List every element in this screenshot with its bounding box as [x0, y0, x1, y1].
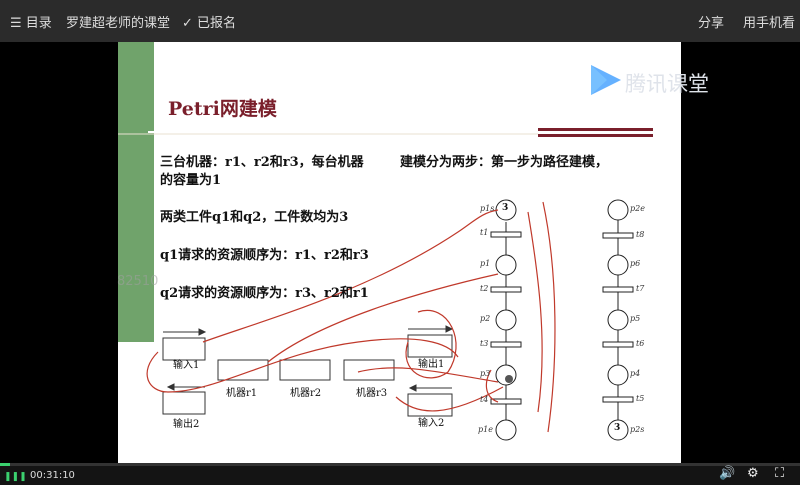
transition-t8 — [602, 232, 634, 239]
progress-fill — [0, 463, 10, 466]
play-status-icon[interactable]: ❚❚❚ — [4, 472, 27, 482]
label-output2: 输出2 — [173, 419, 200, 430]
menu-button[interactable]: ☰ 目录 — [10, 12, 52, 31]
slide: Petri网建模 三台机器：r1、r2和r3，每台机器 建模分为两步：第一步为路… — [118, 42, 681, 463]
label-output1: 输出1 — [418, 359, 445, 370]
transition-t6 — [602, 341, 634, 348]
output1-conveyor — [407, 334, 453, 358]
token-count-right: 3 — [614, 423, 621, 433]
player-controls: ❚❚❚ 00:31:10 🔊 ⚙ ⛶ — [0, 463, 800, 485]
label-t5: t5 — [636, 394, 645, 403]
course-title[interactable]: 罗建超老师的课堂 — [66, 16, 171, 31]
slide-graphics — [118, 128, 653, 441]
label-p1: p1 — [480, 259, 491, 268]
slide-line-1b: 建模分为两步：第一步为路径建模， — [400, 155, 609, 170]
slide-title: Petri网建模 — [168, 98, 277, 120]
transition-t3 — [490, 341, 522, 348]
handwriting-annotations — [146, 201, 556, 433]
title-stripe — [538, 128, 653, 131]
title-stripe — [538, 134, 653, 137]
label-input1: 输入1 — [173, 360, 200, 371]
slide-line-5: q2请求的资源顺序为：r3、r2和r1 — [160, 286, 369, 301]
label-p2: p2 — [480, 314, 491, 323]
label-t7: t7 — [636, 284, 645, 293]
label-p2s: p2s — [630, 425, 645, 434]
label-p1s: p1s — [480, 204, 495, 213]
slide-line-1: 三台机器：r1、r2和r3，每台机器 — [160, 155, 364, 170]
output2-conveyor — [162, 391, 206, 415]
label-p4: p4 — [630, 369, 641, 378]
menu-icon: ☰ — [10, 16, 22, 31]
slide-line-3: 两类工件q1和q2，工件数均为3 — [160, 210, 349, 225]
petri-net-right — [602, 199, 634, 441]
tencent-classroom-logo: 腾讯课堂 — [587, 60, 757, 100]
label-p6: p6 — [630, 259, 641, 268]
share-button[interactable]: 分享 — [698, 16, 725, 31]
place-p2 — [495, 309, 517, 331]
input2-conveyor — [407, 393, 453, 417]
petri-net-left — [490, 199, 522, 441]
label-t2: t2 — [480, 284, 489, 293]
label-t6: t6 — [636, 339, 645, 348]
machine-r1 — [217, 359, 269, 381]
enrolled-label: 已报名 — [197, 16, 237, 31]
top-bar: ☰ 目录 罗建超老师的课堂 ✓ 已报名 分享 用手机看 — [0, 0, 800, 42]
label-t1: t1 — [480, 228, 489, 237]
check-icon: ✓ — [182, 16, 193, 31]
input1-conveyor — [162, 337, 206, 361]
token-count-left: 3 — [502, 203, 509, 213]
enrolled-status: ✓ 已报名 — [182, 12, 236, 31]
menu-label: 目录 — [25, 16, 52, 31]
play-logo-icon — [591, 65, 621, 95]
place-p5 — [607, 309, 629, 331]
label-machine-r3: 机器r3 — [356, 388, 388, 399]
transition-t2 — [490, 286, 522, 293]
fullscreen-icon[interactable]: ⛶ — [775, 466, 785, 481]
label-t4: t4 — [480, 395, 489, 404]
label-p1e: p1e — [478, 425, 493, 434]
gear-icon[interactable]: ⚙ — [747, 466, 759, 481]
place-p2e — [607, 199, 629, 221]
label-t8: t8 — [636, 230, 645, 239]
transition-t4 — [490, 398, 522, 405]
place-p6 — [607, 254, 629, 276]
logo-text: 腾讯课堂 — [625, 72, 709, 96]
machine-r2 — [279, 359, 331, 381]
place-p2s — [607, 419, 629, 441]
label-p5: p5 — [630, 314, 641, 323]
label-machine-r1: 机器r1 — [226, 388, 258, 399]
label-input2: 输入2 — [418, 418, 445, 429]
slide-green-bar — [118, 42, 154, 342]
watch-on-mobile-button[interactable]: 用手机看 — [743, 16, 796, 31]
slide-line-2: 的容量为1 — [160, 173, 222, 188]
slide-line-4: q1请求的资源顺序为：r1、r2和r3 — [160, 248, 369, 263]
place-p1e — [495, 419, 517, 441]
playback-time: 00:31:10 — [30, 470, 75, 481]
transition-t5 — [602, 396, 634, 403]
pen-cursor — [505, 375, 513, 383]
place-p4 — [607, 364, 629, 386]
place-p1 — [495, 254, 517, 276]
place-p3 — [495, 364, 517, 386]
volume-icon[interactable]: 🔊 — [719, 466, 736, 481]
label-t3: t3 — [480, 339, 489, 348]
progress-bar[interactable] — [0, 463, 800, 466]
transition-t7 — [602, 286, 634, 293]
label-machine-r2: 机器r2 — [290, 388, 322, 399]
transition-t1 — [490, 231, 522, 238]
label-p3: p3 — [480, 369, 491, 378]
label-p2e: p2e — [630, 204, 645, 213]
user-id-watermark: 82510 — [117, 274, 159, 289]
